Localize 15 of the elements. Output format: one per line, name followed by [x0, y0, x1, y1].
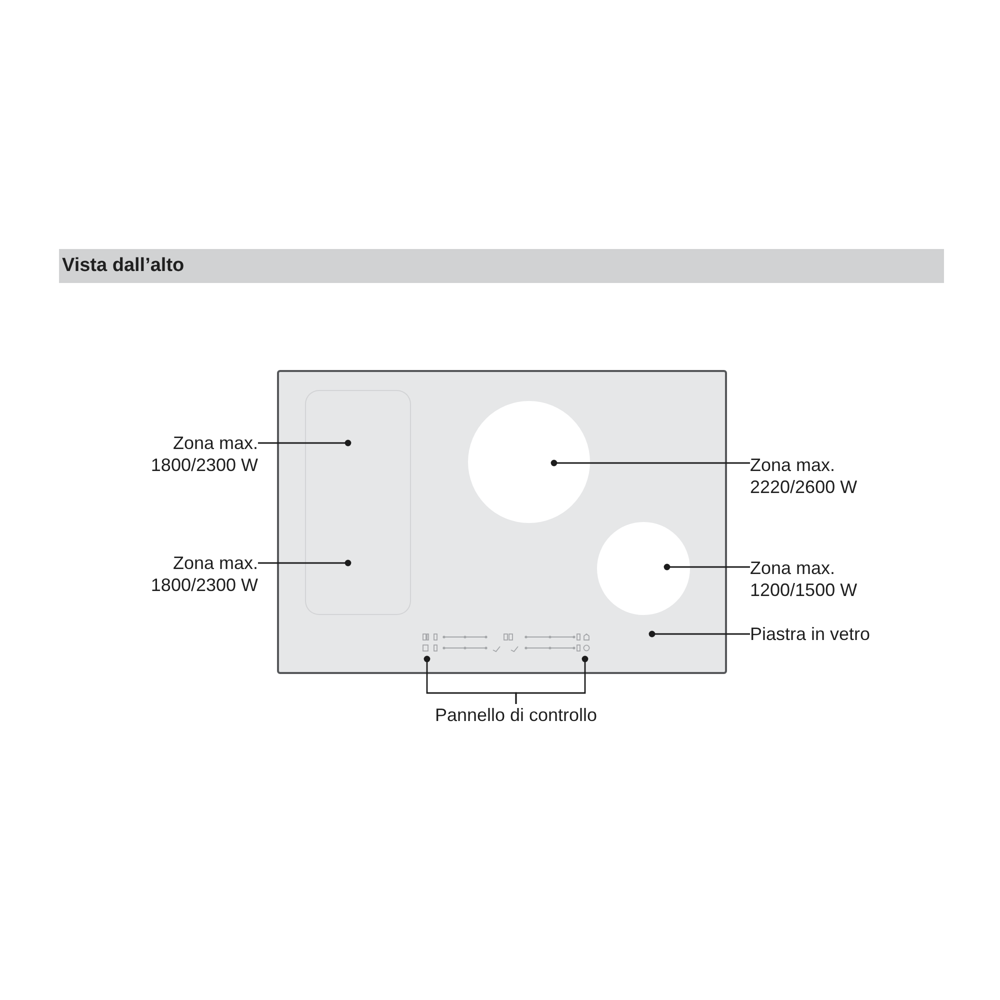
section-heading: Vista dall’alto [59, 249, 944, 283]
zone-label: Zona max. 1200/1500 W [750, 557, 859, 601]
leader-line [648, 630, 750, 638]
zone-label: Zona max. 1800/2300 W [149, 552, 258, 596]
zone-label: Zona max. 2220/2600 W [750, 454, 859, 498]
leader-line [515, 656, 588, 704]
leader-line [664, 564, 750, 570]
leader-line [550, 460, 750, 466]
cooking-zone [305, 503, 411, 615]
glass-cooktop [277, 370, 727, 674]
part-label: Piastra in vetro [750, 623, 872, 645]
cooking-zone [305, 390, 411, 503]
leader-line [258, 560, 352, 566]
zone-label: Zona max. 1800/2300 W [149, 432, 258, 476]
part-label: Pannello di controllo [434, 704, 598, 726]
